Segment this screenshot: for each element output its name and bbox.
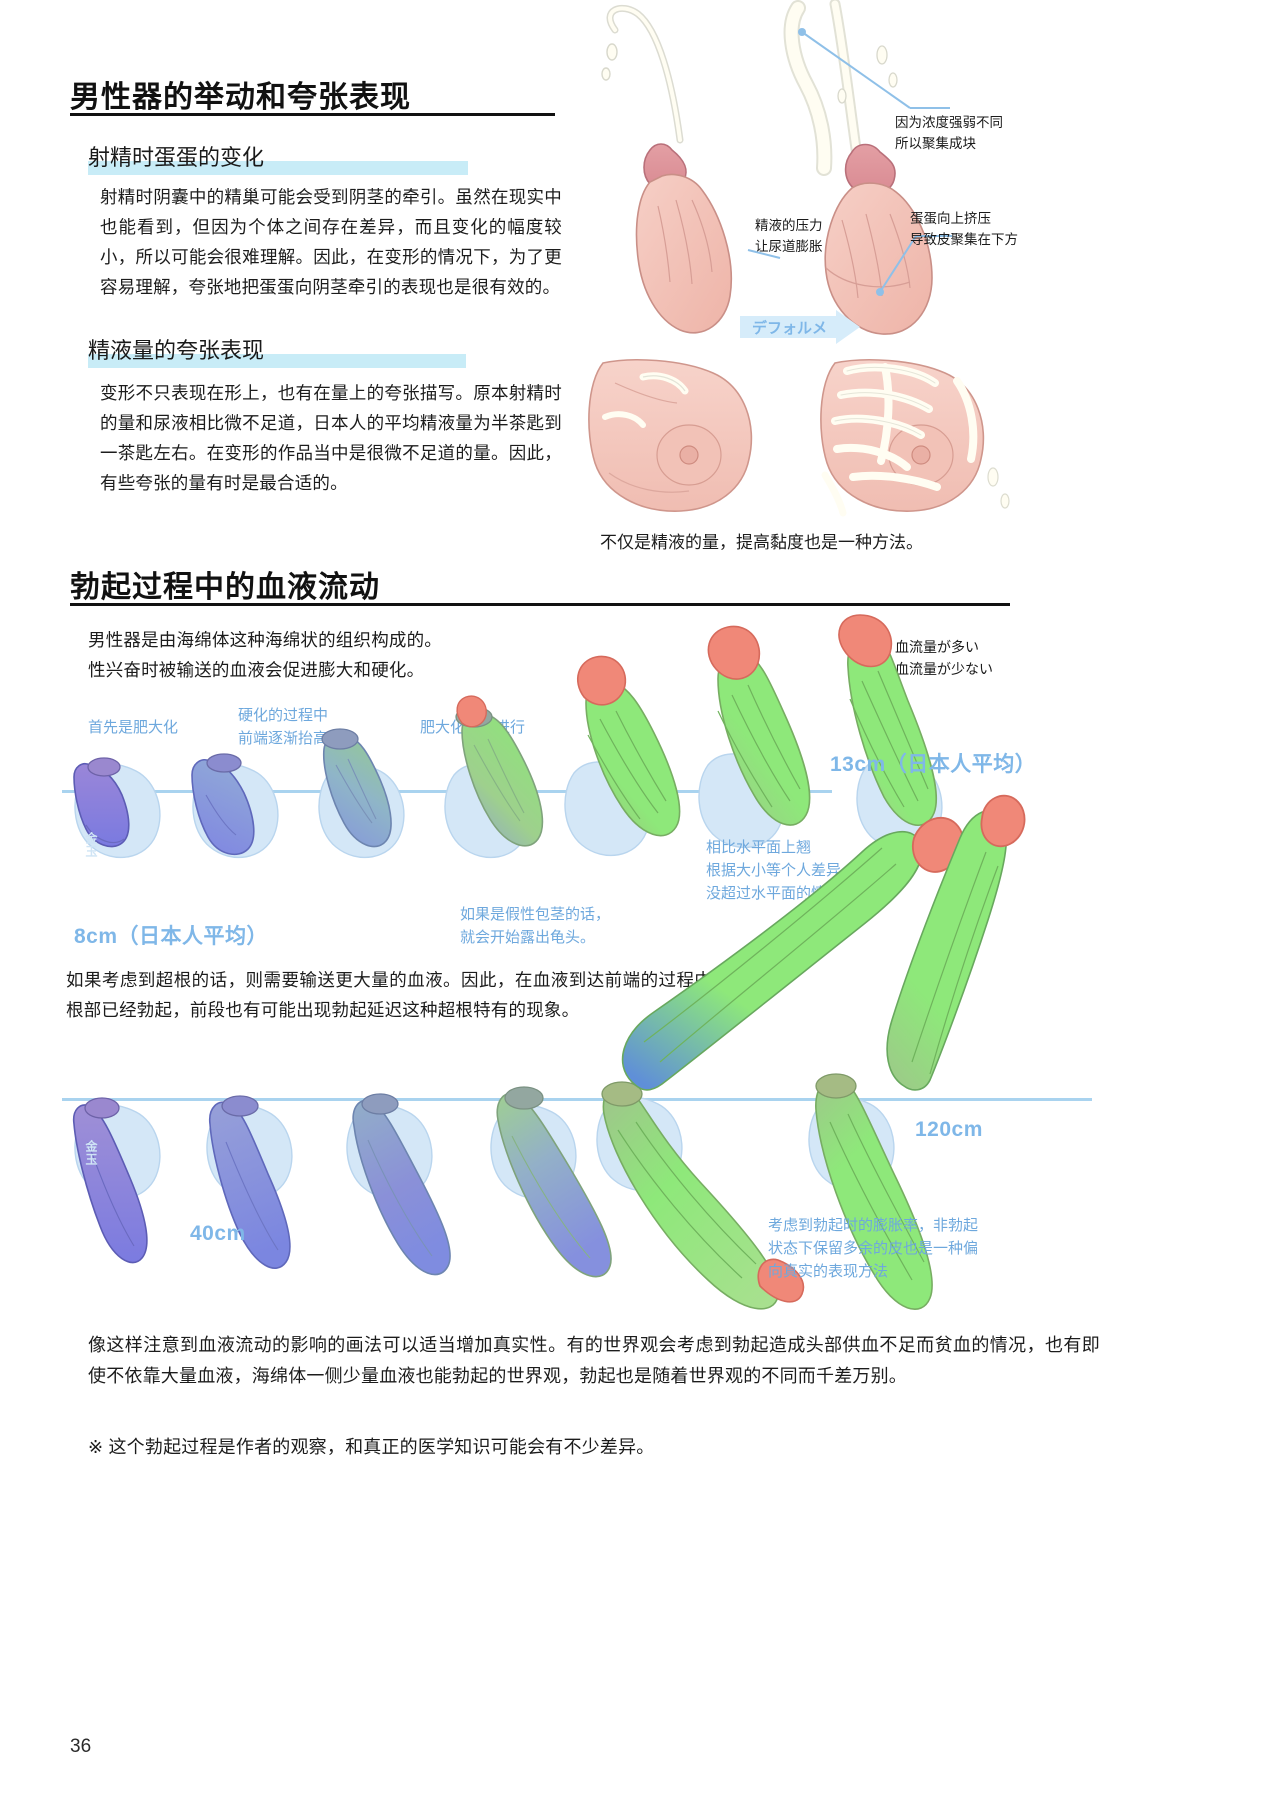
- footnote: ※ 这个勃起过程是作者的观察，和真正的医学知识可能会有不少差异。: [88, 1437, 655, 1457]
- figure-caption-1: 不仅是精液的量，提高黏度也是一种方法。: [600, 533, 923, 552]
- note-phimosis: 如果是假性包茎的话， 就会开始露出龟头。: [460, 906, 611, 946]
- erection-progress-row1: [60, 614, 1070, 945]
- torso-illustration: [585, 355, 1055, 517]
- subheading-1-highlight: [88, 161, 468, 175]
- legend-label-low: ：血流量が少ない: [881, 661, 993, 677]
- ball-label-row2: 金玉: [84, 1140, 98, 1166]
- erection-progress-row2: [60, 1030, 1070, 1340]
- subheading-2-label: 精液量的夸张表现: [88, 338, 265, 363]
- section1-title-rule: [70, 113, 555, 116]
- page-number: 36: [70, 1736, 92, 1757]
- stage-label-1: 首先是肥大化: [88, 719, 179, 736]
- subheading-1-label: 射精时蛋蛋的变化: [88, 145, 265, 170]
- paragraph-1: 射精时阴囊中的精巢可能会受到阴茎的牵引。虽然在现实中也能看到，但因为个体之间存在…: [100, 187, 562, 297]
- deform-arrow: [740, 310, 860, 344]
- long-shaft-extension: [600, 790, 1030, 1091]
- size-40cm: 40cm: [190, 1222, 246, 1245]
- callout-pressure: 精液的压力 让尿道膨胀: [755, 218, 823, 254]
- mid-paragraph: 如果考虑到超根的话，则需要输送更大量的血液。因此，在血液到达前端的过程中，即使根…: [66, 970, 766, 1020]
- section2-title-rule: [70, 603, 1010, 606]
- size-8cm: 8cm（日本人平均）: [74, 925, 269, 948]
- ball-label-row1: 金玉: [84, 832, 98, 858]
- section2-intro: 男性器是由海绵体这种海绵状的组织构成的。 性兴奋时被输送的血液会促进膨大和硬化。: [88, 630, 442, 680]
- legend-label-high: ：血流量が多い: [881, 639, 979, 655]
- waterline-row2: [62, 1098, 1092, 1101]
- section1-title: 男性器的举动和夸张表现: [70, 81, 411, 114]
- subheading-2: 精液量的夸张表现: [88, 333, 466, 368]
- deform-badge-label: デフォルメ: [752, 320, 828, 337]
- paragraph-2: 变形不只表现在形上，也有在量上的夸张描写。原本射精时的量和尿液相比微不足道，日本…: [100, 383, 562, 493]
- closing-paragraph: 像这样注意到血液流动的影响的画法可以适当增加真实性。有的世界观会考虑到勃起造成头…: [88, 1335, 1100, 1386]
- stage-label-2: 硬化的过程中 前端逐渐抬高: [238, 707, 329, 747]
- callout-balls-up: 蛋蛋向上挤压 导致皮聚集在下方: [910, 211, 1018, 247]
- section2-title: 勃起过程中的血液流动: [70, 571, 380, 604]
- subheading-2-highlight: [88, 354, 466, 368]
- size-120cm: 120cm: [915, 1118, 983, 1141]
- subheading-1: 射精时蛋蛋的变化: [88, 140, 468, 175]
- note-foreskin: 考虑到勃起时的膨胀率，非勃起 状态下保留多余的皮也是一种偏 向真实的表现方法: [768, 1217, 979, 1280]
- ejaculation-illustration: [580, 0, 1060, 350]
- callout-concentration: 因为浓度强弱不同 所以聚集成块: [895, 115, 1003, 151]
- size-13cm: 13cm（日本人平均）: [830, 753, 1037, 776]
